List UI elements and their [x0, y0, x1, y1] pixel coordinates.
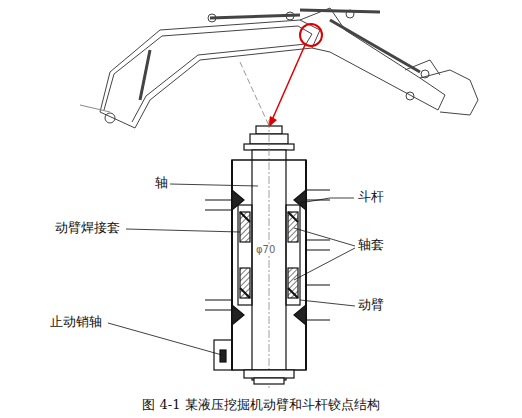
bucket-outline	[420, 70, 478, 115]
part-label: 斗杆	[358, 190, 384, 204]
part-label: 动臂	[358, 298, 384, 312]
part-label: 轴套	[358, 238, 384, 252]
part-label: 动臂焊接套	[55, 221, 120, 235]
highlight-circle	[300, 24, 322, 46]
part-label: 轴	[155, 176, 168, 190]
part-label: 止动销轴	[50, 315, 102, 329]
figure-caption: 图 4-1 某液压挖掘机动臂和斗杆铰点结构	[142, 396, 379, 414]
dimension-label: φ70	[255, 244, 276, 255]
arm-outline	[300, 8, 445, 110]
boom-outline	[100, 20, 320, 128]
